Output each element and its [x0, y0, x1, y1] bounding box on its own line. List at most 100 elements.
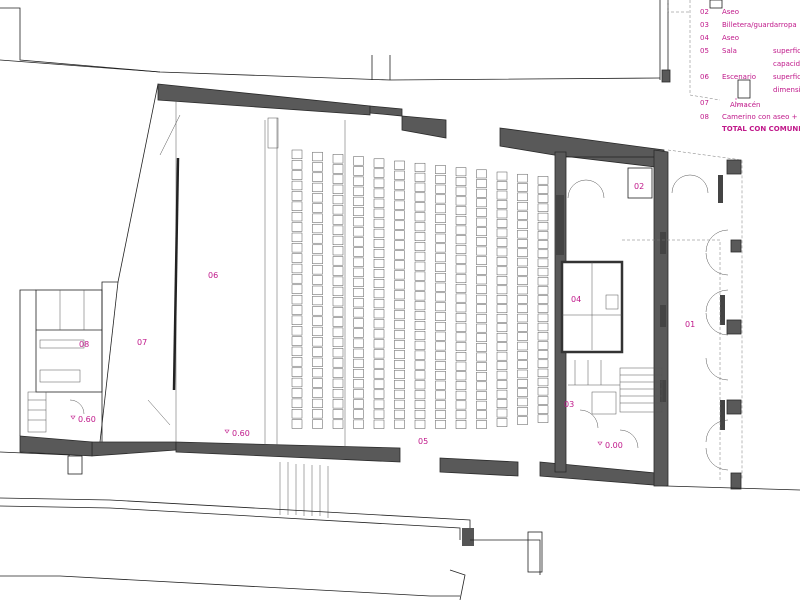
seat [394, 280, 405, 290]
seat [496, 351, 508, 361]
level-hall: 0.60 [232, 429, 250, 438]
seat [455, 352, 467, 361]
seat [476, 381, 487, 391]
seat [476, 333, 487, 343]
seat [373, 178, 385, 188]
seat [373, 349, 385, 359]
seat [414, 202, 426, 212]
seat [332, 225, 344, 235]
seat [476, 285, 487, 294]
seat [517, 323, 528, 332]
seat [537, 414, 549, 423]
seat [517, 220, 528, 229]
seat [435, 312, 446, 321]
seat [332, 286, 344, 297]
room-label-07: 07 [137, 338, 147, 347]
seat [537, 231, 549, 240]
seat [373, 399, 385, 409]
seat [517, 239, 528, 248]
seat [353, 338, 364, 348]
seat [312, 306, 323, 316]
seat [332, 215, 344, 225]
seat [332, 205, 344, 215]
seat [394, 190, 405, 200]
seat [496, 219, 508, 228]
seat [414, 330, 426, 340]
seat [373, 409, 385, 419]
seat [332, 154, 344, 164]
seat [394, 379, 405, 389]
seat [517, 341, 528, 351]
seat [476, 304, 487, 314]
seat [353, 267, 364, 277]
bottom-context [0, 462, 800, 600]
seat [291, 232, 303, 243]
seat [455, 332, 467, 342]
legend-num: 04 [700, 34, 709, 42]
seat [394, 170, 405, 180]
seat [373, 258, 385, 268]
seat [291, 160, 303, 170]
seat [373, 218, 385, 228]
seat [496, 380, 508, 389]
legend-extra: capacida [773, 60, 800, 68]
seat [476, 208, 487, 217]
seat [455, 371, 467, 381]
seat [496, 418, 508, 427]
seat [332, 266, 344, 276]
seat [537, 185, 549, 194]
seat [455, 245, 467, 254]
seat [353, 196, 364, 206]
legend-extra: superfic [773, 73, 800, 81]
seat [332, 246, 344, 256]
seat [537, 405, 549, 414]
seat [394, 350, 405, 360]
seat [394, 220, 405, 230]
seat [414, 182, 426, 192]
seat [394, 210, 405, 220]
seat [476, 410, 487, 420]
seat [291, 315, 303, 325]
seat [312, 223, 323, 234]
seat [435, 370, 446, 380]
seat [394, 200, 405, 210]
level-triangle-icon [70, 415, 76, 420]
seat [353, 237, 364, 247]
seat [312, 337, 323, 347]
seat [394, 270, 405, 280]
seat [414, 370, 426, 380]
seat [291, 211, 303, 222]
seat [537, 240, 549, 249]
seat [312, 295, 323, 306]
seat [414, 192, 426, 202]
seat [517, 369, 528, 379]
seat [353, 379, 364, 389]
room-label-05: 05 [418, 437, 428, 446]
seat [455, 361, 467, 371]
seat [373, 419, 385, 429]
seat [353, 419, 364, 429]
seat [435, 165, 446, 174]
seat [312, 265, 323, 275]
seat [455, 342, 467, 352]
seat [332, 358, 344, 368]
seat [353, 298, 364, 308]
seat [414, 340, 426, 350]
seat [455, 420, 467, 429]
seat [394, 399, 405, 409]
seat [312, 213, 323, 223]
seat [496, 190, 508, 200]
seat [312, 172, 323, 182]
seat [476, 275, 487, 285]
seat [353, 206, 364, 217]
seat [476, 265, 487, 275]
seat [291, 367, 303, 377]
seat [414, 301, 426, 311]
seat [291, 191, 303, 201]
seat [435, 331, 446, 341]
room-label-04: 04 [571, 295, 581, 304]
seat [414, 242, 426, 251]
seat [373, 238, 385, 248]
seat [435, 272, 446, 282]
